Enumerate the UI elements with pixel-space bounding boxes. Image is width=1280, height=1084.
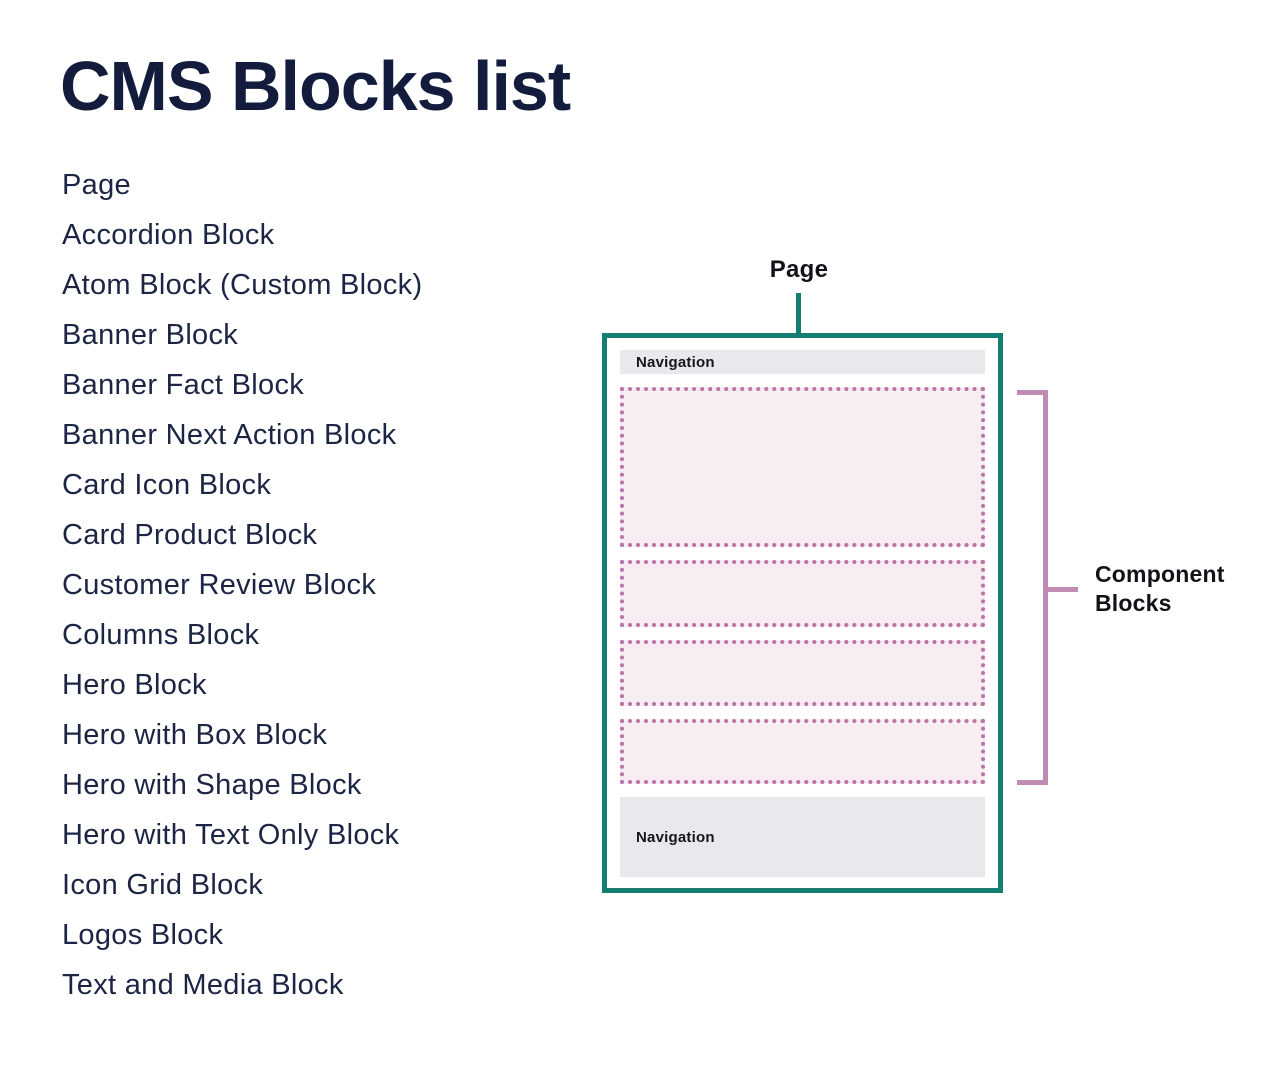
page-outline-box: Navigation Navigation: [602, 333, 1003, 893]
list-item: Banner Next Action Block: [62, 419, 397, 451]
list-item: Text and Media Block: [62, 969, 344, 1001]
navigation-header-label: Navigation: [636, 353, 715, 371]
navigation-header-bar: Navigation: [620, 350, 985, 374]
list-item: Hero Block: [62, 669, 207, 701]
list-item: Icon Grid Block: [62, 869, 264, 901]
list-item: Hero with Text Only Block: [62, 819, 400, 851]
bracket-middle-tick: [1048, 587, 1078, 592]
list-item: Card Icon Block: [62, 469, 272, 501]
component-blocks-label: Component Blocks: [1095, 560, 1225, 618]
list-item: Logos Block: [62, 919, 224, 951]
navigation-footer-label: Navigation: [636, 828, 715, 846]
component-blocks-label-line2: Blocks: [1095, 590, 1172, 616]
bracket-vertical: [1043, 390, 1048, 785]
bracket-bottom-arm: [1017, 780, 1048, 785]
list-item: Banner Fact Block: [62, 369, 305, 401]
navigation-footer-bar: Navigation: [620, 797, 985, 877]
component-block-placeholder: [620, 719, 985, 784]
component-block-placeholder: [620, 640, 985, 706]
bracket-top-arm: [1017, 390, 1048, 395]
page-connector-line: [796, 293, 801, 334]
list-item: Customer Review Block: [62, 569, 377, 601]
component-block-placeholder: [620, 387, 985, 547]
list-item: Banner Block: [62, 319, 239, 351]
list-item: Atom Block (Custom Block): [62, 269, 423, 301]
list-item: Columns Block: [62, 619, 260, 651]
list-item: Card Product Block: [62, 519, 318, 551]
list-item: Page: [62, 169, 131, 201]
component-blocks-label-line1: Component: [1095, 561, 1225, 587]
list-item: Hero with Shape Block: [62, 769, 362, 801]
cms-blocks-list: Page Accordion Block Atom Block (Custom …: [62, 160, 422, 1010]
component-block-placeholder: [620, 560, 985, 627]
list-item: Accordion Block: [62, 219, 275, 251]
page-title: CMS Blocks list: [60, 47, 571, 125]
list-item: Hero with Box Block: [62, 719, 328, 751]
page-diagram-label: Page: [769, 256, 829, 283]
